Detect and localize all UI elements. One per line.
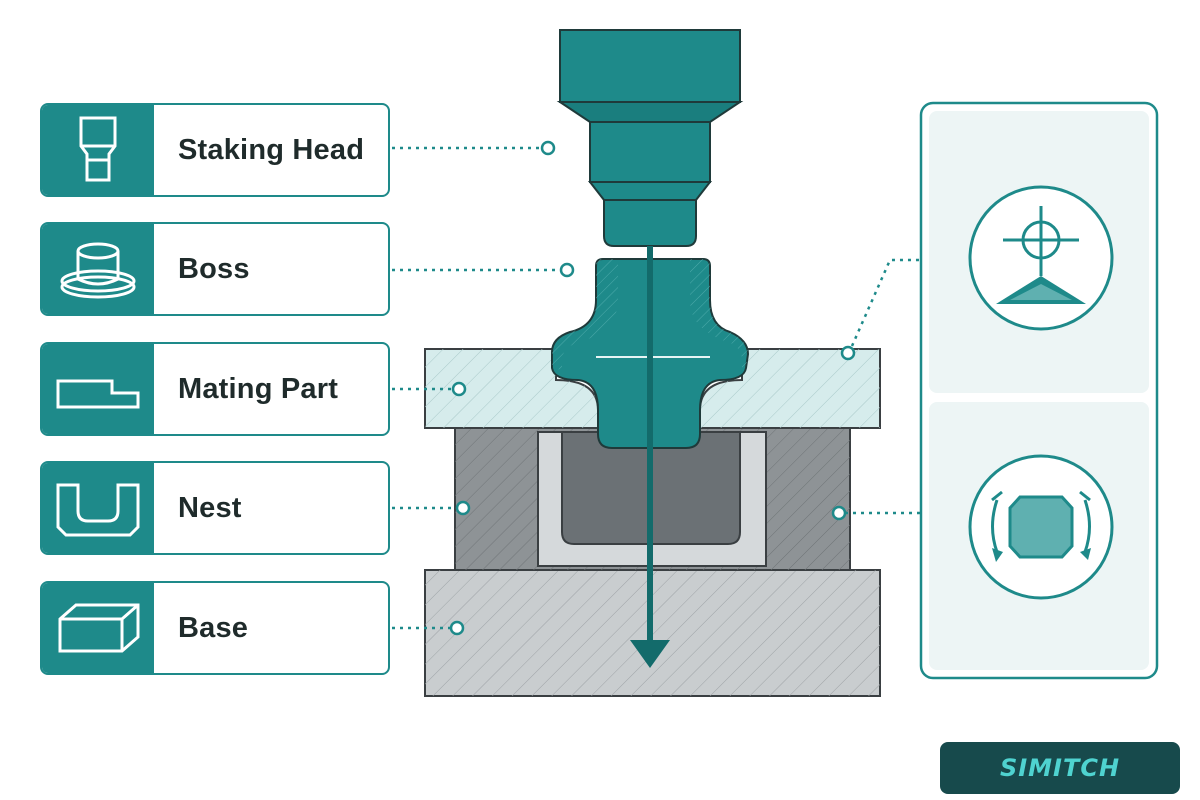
label-card-boss: Boss (40, 222, 390, 316)
staking-head-icon (42, 105, 154, 195)
label-nest: Nest (178, 491, 242, 524)
label-card-mating-part: Mating Part (40, 342, 390, 436)
label-staking-head: Staking Head (178, 133, 365, 166)
brand-logo: SIMITCH (940, 742, 1180, 794)
alignment-crosshair-icon (968, 185, 1114, 331)
label-base: Base (178, 611, 249, 644)
staking-head (556, 29, 744, 247)
label-card-staking-head: Staking Head (40, 103, 390, 197)
force-arrow (630, 246, 670, 668)
nest-icon (42, 463, 154, 553)
label-mating-part: Mating Part (178, 372, 339, 405)
leader-dots (449, 140, 856, 636)
label-boss: Boss (178, 252, 250, 285)
rotation-icon (968, 454, 1114, 600)
label-card-nest: Nest (40, 461, 390, 555)
logo-text: SIMITCH (999, 754, 1121, 782)
base-icon (42, 583, 154, 673)
boss-icon (42, 224, 154, 314)
label-card-base: Base (40, 581, 390, 675)
mating-part-icon (42, 344, 154, 434)
